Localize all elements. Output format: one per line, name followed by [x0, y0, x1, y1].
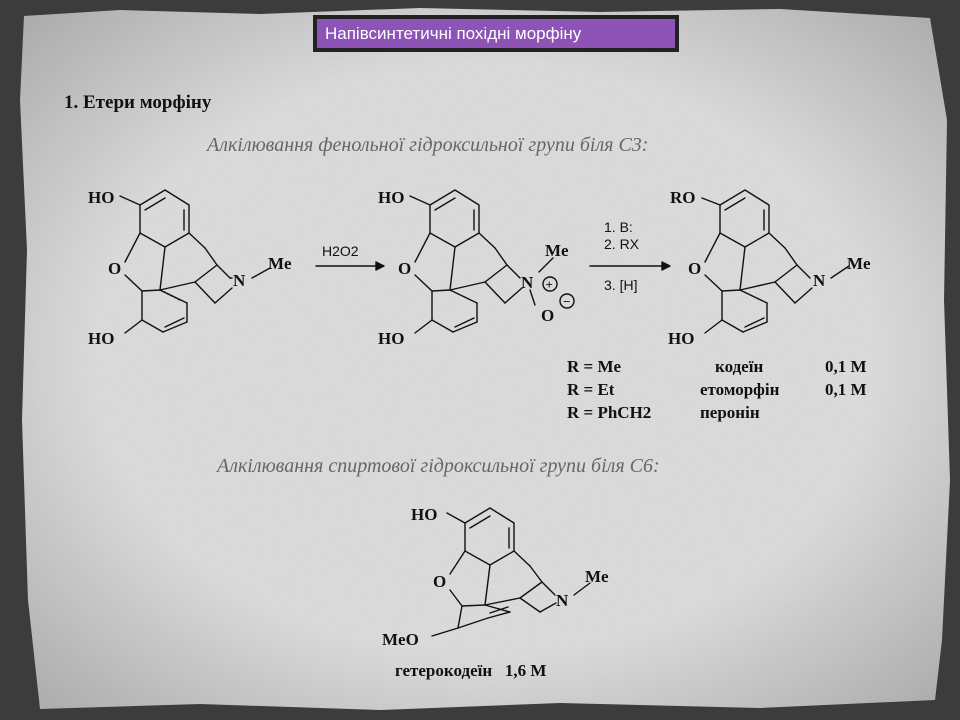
- m4-nitrogen: N: [556, 591, 569, 610]
- m4-ring-oxygen: O: [433, 572, 446, 591]
- m2-methyl: Me: [545, 241, 569, 260]
- reagent-step-2: 2. RX: [604, 236, 640, 252]
- m1-ring-oxygen: O: [108, 259, 121, 278]
- reagent-step-3: 3. [H]: [604, 277, 637, 293]
- product-r: R = Me: [567, 357, 622, 376]
- product-conc: 0,1 M: [825, 380, 867, 399]
- m2-plus-charge: +: [546, 277, 553, 292]
- m1-nitrogen: N: [233, 271, 246, 290]
- m4-methyl: Me: [585, 567, 609, 586]
- oxidant-label: H2O2: [322, 243, 359, 259]
- m3-nitrogen: N: [813, 271, 826, 290]
- paper-grain: [20, 8, 950, 710]
- heterocodeine-structure: [431, 507, 591, 637]
- product-r: R = Et: [567, 380, 615, 399]
- m3-ho-bottom: HO: [668, 329, 694, 348]
- m1-ho-top: HO: [88, 188, 114, 207]
- m3-ring-oxygen: O: [688, 259, 701, 278]
- c6-product-conc: 1,6 M: [504, 661, 547, 680]
- section-heading: 1. Етери морфіну: [64, 92, 212, 113]
- m2-ring-oxygen: O: [398, 259, 411, 278]
- m1-ho-bottom: HO: [88, 329, 114, 348]
- product-name: кодеїн: [715, 357, 764, 376]
- m2-n-oxide-oxygen: O: [541, 306, 554, 325]
- c6-product-name: гетерокодеїн: [395, 661, 493, 680]
- product-name: перонін: [700, 403, 760, 422]
- morphine-n-oxide-structure: [409, 189, 575, 334]
- m1-methyl: Me: [268, 254, 292, 273]
- subtitle-c3: Алкілювання фенольної гідроксильної груп…: [207, 134, 649, 156]
- m3-ro: RO: [670, 188, 696, 207]
- subtitle-c6: Алкілювання спиртової гідроксильної груп…: [217, 455, 660, 477]
- arrow-1-head: [375, 261, 385, 271]
- reagent-step-1: 1. B:: [604, 219, 633, 235]
- arrow-2-head: [661, 261, 671, 271]
- slide-title: Напівсинтетичні похідні морфіну: [317, 19, 675, 48]
- c6-product-caption: гетерокодеїн 1,6 M: [395, 661, 546, 681]
- m4-ho: HO: [411, 505, 437, 524]
- m3-methyl: Me: [847, 254, 871, 273]
- m2-ho-bottom: HO: [378, 329, 404, 348]
- m2-minus-charge: −: [563, 294, 570, 309]
- product-conc: 0,1 M: [825, 357, 867, 376]
- product-name: етоморфін: [700, 380, 780, 399]
- title-box: Напівсинтетичні похідні морфіну: [313, 15, 679, 52]
- morphine-structure: [119, 189, 271, 334]
- alkylated-product-structure: [701, 189, 850, 334]
- m2-nitrogen: N: [521, 273, 534, 292]
- m4-meo: MeO: [382, 630, 419, 649]
- product-r: R = PhCH2: [567, 403, 652, 422]
- m2-ho-top: HO: [378, 188, 404, 207]
